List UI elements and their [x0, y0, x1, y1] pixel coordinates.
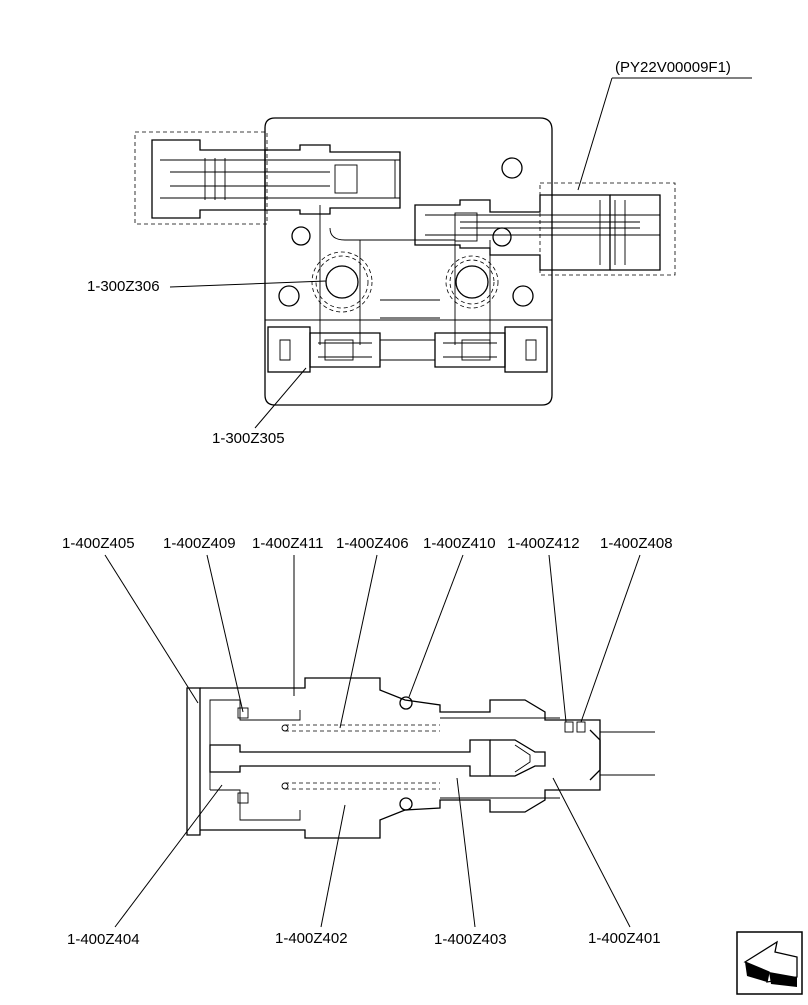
leader-1-400Z402	[320, 804, 346, 928]
label-1-400Z406: 1-400Z406	[336, 535, 409, 552]
leader-1-400Z409	[206, 554, 244, 713]
label-1-400Z408: 1-400Z408	[600, 535, 673, 552]
label-1-400Z410: 1-400Z410	[423, 535, 496, 552]
cartridge-section-view	[186, 677, 655, 839]
leader-1-400Z408	[580, 554, 641, 723]
leader-1-400Z412	[548, 554, 567, 723]
label-1-300Z305: 1-300Z305	[212, 430, 285, 447]
label-1-300Z306: 1-300Z306	[87, 278, 160, 295]
label-1-400Z409: 1-400Z409	[163, 535, 236, 552]
leader-1-400Z404	[114, 784, 223, 928]
label-1-400Z404: 1-400Z404	[67, 931, 140, 948]
label-1-400Z405: 1-400Z405	[62, 535, 135, 552]
leader-1-400Z410	[408, 554, 464, 698]
next-page-arrow-icon[interactable]	[736, 931, 803, 995]
upper-right-cartridge	[414, 182, 676, 276]
leader-1-400Z405	[104, 554, 199, 704]
reference-code: (PY22V00009F1)	[615, 59, 731, 76]
leader-1-300Z305	[254, 367, 307, 429]
leader-1-400Z401	[552, 777, 631, 928]
lower-check-valves	[267, 326, 548, 373]
upper-left-cartridge	[134, 131, 401, 225]
leader-1-400Z406	[339, 554, 378, 729]
label-1-400Z403: 1-400Z403	[434, 931, 507, 948]
reference-leader	[577, 77, 752, 191]
leader-1-300Z306	[169, 280, 327, 288]
leader-1-400Z403	[456, 777, 476, 928]
label-1-400Z411: 1-400Z411	[252, 535, 323, 552]
valve-block-top-view	[134, 117, 676, 406]
label-1-400Z412: 1-400Z412	[507, 535, 580, 552]
label-1-400Z402: 1-400Z402	[275, 930, 348, 947]
label-1-400Z401: 1-400Z401	[588, 930, 661, 947]
